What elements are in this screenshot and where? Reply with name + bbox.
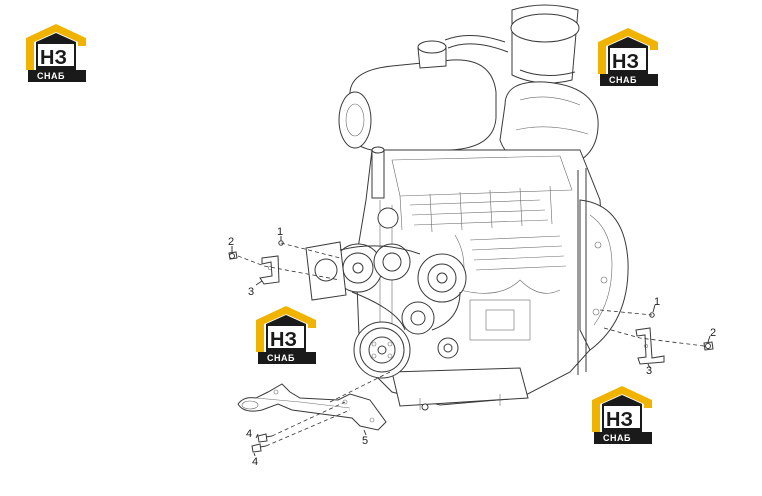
- logo-mark-text: НЗ: [40, 47, 67, 69]
- leader-right-2: [603, 327, 705, 347]
- callout-3-right: 3: [646, 365, 652, 377]
- long-bracket-part-5: [237, 383, 387, 431]
- engine-drawing: [305, 4, 629, 411]
- logo-mark-text: НЗ: [612, 51, 639, 73]
- callout-4-top: 4: [246, 428, 252, 440]
- callout-2-left: 2: [228, 236, 234, 248]
- watermark-logo-top-right: НЗ СНАБ: [598, 28, 658, 86]
- watermark-logo-bottom-right: НЗ СНАБ: [592, 386, 652, 444]
- callout-labels: 1 2 3 1 2 3 4 4 5: [228, 226, 716, 468]
- logo-mark-text: НЗ: [606, 409, 633, 431]
- right-bracket-assembly: [599, 304, 714, 369]
- leader-left-2: [237, 255, 341, 281]
- bolt-part-2-right: [703, 341, 714, 351]
- logo-mark-text: НЗ: [270, 329, 297, 351]
- callout-3-left: 3: [248, 286, 254, 298]
- left-bracket-assembly: [228, 236, 341, 286]
- bolt-part-2-left: [228, 251, 238, 260]
- engine-block: [355, 149, 629, 411]
- logo-word-text: СНАБ: [37, 71, 65, 81]
- callout-1-left: 1: [277, 226, 283, 238]
- callout-4-bottom: 4: [252, 456, 258, 468]
- logo-word-text: СНАБ: [609, 75, 637, 85]
- air-cleaner: [499, 4, 599, 169]
- muffler: [338, 40, 497, 153]
- leader-left-1: [280, 242, 341, 259]
- leader-right-1: [599, 309, 653, 316]
- callout-2-right: 2: [710, 327, 716, 339]
- bracket-part-3-left: [259, 255, 280, 285]
- bolt-part-4-bottom: [251, 443, 267, 453]
- watermark-logo-center: НЗ СНАБ: [256, 306, 316, 364]
- watermark-logo-top-left: НЗ СНАБ: [26, 24, 86, 82]
- callout-5: 5: [362, 435, 368, 447]
- callout-1-right: 1: [654, 296, 660, 308]
- bolt-part-4-top: [257, 433, 273, 443]
- bracket-part-3-right: [635, 327, 665, 365]
- logo-word-text: СНАБ: [603, 433, 631, 443]
- lower-bracket-assembly: [237, 371, 391, 457]
- logo-word-text: СНАБ: [267, 353, 295, 363]
- front-drive: [305, 146, 467, 379]
- leader-bottom-4b: [265, 409, 351, 447]
